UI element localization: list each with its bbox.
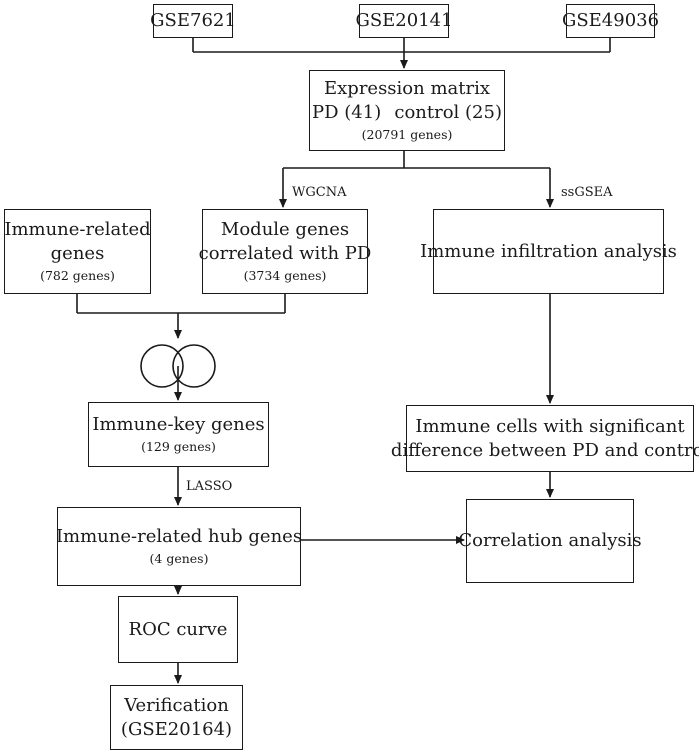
expression-gene-count: (20791 genes) bbox=[361, 126, 453, 142]
immune-related-line2: genes bbox=[50, 242, 105, 264]
roc-title: ROC curve bbox=[128, 618, 228, 640]
edge-label-ssgsea: ssGSEA bbox=[561, 185, 613, 200]
module-genes-line2: correlated with PD bbox=[198, 242, 372, 264]
expression-matrix-box: Expression matrix PD (41) control (25) (… bbox=[309, 70, 505, 151]
immune-infiltration-title: Immune infiltration analysis bbox=[420, 240, 677, 262]
immune-related-genes-box: Immune-related genes (782 genes) bbox=[4, 209, 151, 294]
hub-genes-gene-count: (4 genes) bbox=[149, 550, 209, 566]
edge-label-lasso: LASSO bbox=[186, 479, 233, 494]
immune-key-genes-box: Immune-key genes (129 genes) bbox=[88, 402, 269, 467]
verification-line2: (GSE20164) bbox=[120, 718, 233, 740]
source-gse49036: GSE49036 bbox=[562, 4, 659, 38]
roc-curve-box: ROC curve bbox=[118, 596, 238, 663]
module-genes-gene-count: (3734 genes) bbox=[243, 267, 327, 283]
edge-label-wgcna: WGCNA bbox=[292, 185, 347, 200]
immune-key-gene-count: (129 genes) bbox=[141, 438, 216, 454]
source-label: GSE20141 bbox=[355, 10, 453, 31]
hub-genes-box: Immune-related hub genes (4 genes) bbox=[55, 507, 303, 586]
venn-diagram bbox=[140, 344, 216, 388]
immune-cells-box: Immune cells with significant difference… bbox=[391, 405, 699, 472]
source-label: GSE7621 bbox=[150, 10, 236, 31]
module-genes-box: Module genes correlated with PD (3734 ge… bbox=[199, 209, 371, 294]
immune-related-line1: Immune-related bbox=[4, 218, 151, 240]
immune-related-gene-count: (782 genes) bbox=[40, 267, 115, 283]
verification-line1: Verification bbox=[124, 694, 229, 716]
expression-title: Expression matrix bbox=[324, 77, 490, 99]
expression-pd-count: PD (41) bbox=[312, 101, 382, 123]
immune-infiltration-box: Immune infiltration analysis bbox=[420, 209, 677, 294]
correlation-analysis-box: Correlation analysis bbox=[458, 499, 642, 583]
immune-cells-line1: Immune cells with significant bbox=[415, 415, 685, 437]
expression-control-count: control (25) bbox=[394, 101, 502, 123]
verification-box: Verification (GSE20164) bbox=[110, 685, 243, 750]
source-gse7621: GSE7621 bbox=[150, 4, 236, 38]
source-gse20141: GSE20141 bbox=[355, 4, 453, 38]
immune-key-title: Immune-key genes bbox=[92, 413, 265, 435]
correlation-title: Correlation analysis bbox=[458, 530, 642, 551]
source-label: GSE49036 bbox=[561, 10, 660, 31]
hub-genes-title: Immune-related hub genes bbox=[55, 525, 303, 547]
module-genes-line1: Module genes bbox=[220, 218, 350, 240]
immune-cells-line2: difference between PD and control bbox=[390, 439, 699, 461]
